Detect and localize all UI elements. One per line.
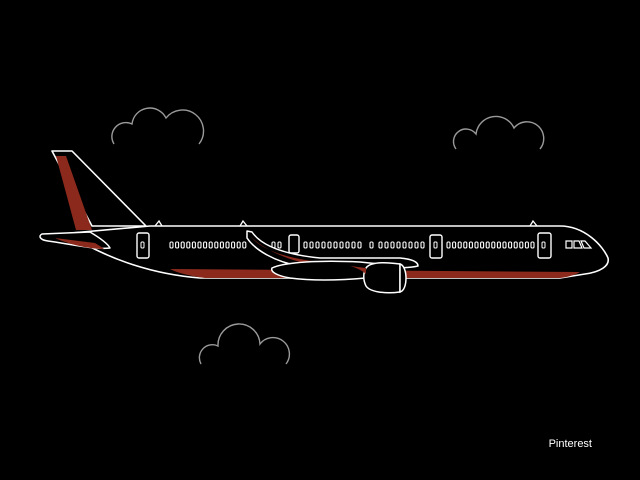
engine-accent bbox=[350, 266, 366, 274]
passenger-window bbox=[390, 241, 395, 249]
door bbox=[136, 232, 150, 259]
passenger-window bbox=[485, 241, 490, 249]
passenger-window bbox=[339, 241, 344, 249]
passenger-window bbox=[463, 241, 468, 249]
passenger-window bbox=[513, 241, 518, 249]
passenger-window bbox=[524, 241, 529, 249]
passenger-window bbox=[396, 241, 401, 249]
passenger-window bbox=[480, 241, 485, 249]
passenger-window bbox=[321, 241, 326, 249]
door bbox=[288, 234, 300, 254]
passenger-window bbox=[474, 241, 479, 249]
cloud-icon bbox=[111, 107, 205, 145]
passenger-window bbox=[309, 241, 314, 249]
cloud-icon bbox=[452, 115, 545, 150]
passenger-window bbox=[277, 241, 282, 249]
passenger-window bbox=[452, 241, 457, 249]
passenger-window bbox=[175, 241, 180, 249]
cockpit-window bbox=[565, 240, 573, 249]
passenger-window bbox=[191, 241, 196, 249]
passenger-windows bbox=[169, 241, 535, 249]
passenger-window bbox=[236, 241, 241, 249]
airplane-icon bbox=[39, 150, 609, 294]
door bbox=[537, 232, 552, 259]
passenger-window bbox=[333, 241, 338, 249]
passenger-window bbox=[208, 241, 213, 249]
passenger-window bbox=[446, 241, 451, 249]
passenger-window bbox=[502, 241, 507, 249]
passenger-window bbox=[219, 241, 224, 249]
passenger-window bbox=[496, 241, 501, 249]
cloud-icon bbox=[198, 323, 291, 365]
passenger-window bbox=[303, 241, 308, 249]
passenger-window bbox=[315, 241, 320, 249]
engine-intake bbox=[399, 263, 407, 293]
passenger-window bbox=[408, 241, 413, 249]
stabilizer-accent bbox=[55, 238, 104, 249]
engine bbox=[363, 262, 401, 294]
passenger-window bbox=[468, 241, 473, 249]
passenger-window bbox=[345, 241, 350, 249]
passenger-window bbox=[225, 241, 230, 249]
passenger-window bbox=[214, 241, 219, 249]
watermark-text: Pinterest bbox=[548, 438, 592, 450]
passenger-window bbox=[186, 241, 191, 249]
passenger-window bbox=[508, 241, 513, 249]
passenger-window bbox=[491, 241, 496, 249]
tail-fin-accent bbox=[56, 156, 92, 230]
passenger-window bbox=[357, 241, 362, 249]
passenger-window bbox=[402, 241, 407, 249]
cockpit-window bbox=[573, 240, 583, 249]
passenger-window bbox=[414, 241, 419, 249]
passenger-window bbox=[169, 241, 174, 249]
passenger-window bbox=[369, 241, 374, 249]
door bbox=[429, 234, 443, 259]
passenger-window bbox=[420, 241, 425, 249]
passenger-window bbox=[378, 241, 383, 249]
cockpit-window bbox=[580, 240, 593, 249]
wing-accent bbox=[250, 236, 390, 265]
passenger-window bbox=[242, 241, 247, 249]
passenger-window bbox=[327, 241, 332, 249]
door-handle bbox=[140, 241, 145, 249]
passenger-window bbox=[180, 241, 185, 249]
passenger-window bbox=[351, 241, 356, 249]
passenger-window bbox=[519, 241, 524, 249]
passenger-window bbox=[203, 241, 208, 249]
passenger-window bbox=[384, 241, 389, 249]
passenger-window bbox=[530, 241, 535, 249]
passenger-window bbox=[197, 241, 202, 249]
passenger-window bbox=[231, 241, 236, 249]
passenger-window bbox=[457, 241, 462, 249]
